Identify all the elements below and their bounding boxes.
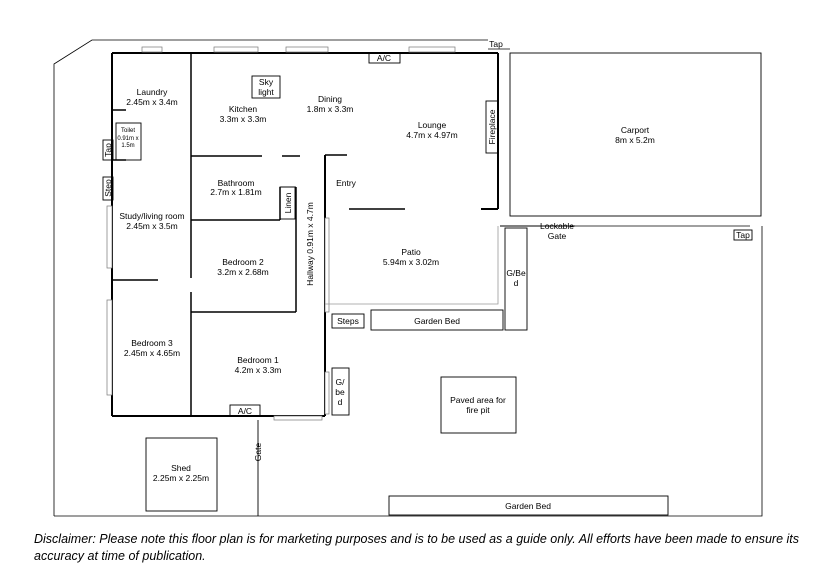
- carport-size: 8m x 5.2m: [615, 135, 655, 145]
- bedroom1-size: 4.2m x 3.3m: [235, 365, 282, 375]
- skylight-line2: light: [258, 87, 274, 97]
- shed-size: 2.25m x 2.25m: [153, 473, 209, 483]
- toilet-labels: Toilet 0.91m x 1.5m: [117, 128, 138, 149]
- gate-label: Gate: [253, 443, 263, 462]
- feature-labels: A/C Tap Tap Lockable Gate G/Be d Steps G…: [238, 39, 750, 511]
- garden-bed-patio-label: Garden Bed: [414, 316, 460, 326]
- kitchen-name: Kitchen: [229, 104, 258, 114]
- garden-bed-lower-line2: be: [335, 387, 345, 397]
- patio-size: 5.94m x 3.02m: [383, 257, 439, 267]
- steps-label: Steps: [337, 316, 359, 326]
- paved-area-line1: Paved area for: [450, 395, 506, 405]
- ac-bottom-label: A/C: [238, 406, 252, 416]
- lounge-size: 4.7m x 4.97m: [406, 130, 458, 140]
- bedroom2-size: 3.2m x 2.68m: [217, 267, 269, 277]
- laundry-size: 2.45m x 3.4m: [126, 97, 178, 107]
- toilet-name: Toilet: [121, 128, 135, 134]
- patio-name: Patio: [401, 247, 421, 257]
- kitchen-size: 3.3m x 3.3m: [220, 114, 267, 124]
- laundry-name: Laundry: [137, 87, 168, 97]
- windows: [106, 46, 456, 421]
- bathroom-name: Bathroom: [218, 178, 255, 188]
- entry-label: Entry: [336, 178, 357, 188]
- garden-bed-lower-line1: G/: [336, 377, 346, 387]
- property-boundary: [53, 39, 763, 517]
- room-labels: Laundry 2.45m x 3.4m Sky light Kitchen 3…: [119, 77, 654, 483]
- lockable-gate-line2: Gate: [548, 231, 567, 241]
- paved-area-line2: fire pit: [466, 405, 490, 415]
- garden-bed-small-left-line1: G/Be: [506, 268, 526, 278]
- bedroom1-name: Bedroom 1: [237, 355, 279, 365]
- study-size: 2.45m x 3.5m: [126, 221, 178, 231]
- fireplace-label: Fireplace: [487, 109, 497, 144]
- dining-name: Dining: [318, 94, 342, 104]
- study-name: Study/living room: [119, 211, 184, 221]
- gates: [257, 225, 575, 516]
- toilet-size-2: 1.5m: [121, 143, 134, 149]
- garden-bed-small-left-line2: d: [514, 278, 519, 288]
- tap-left-label: Tap: [103, 143, 113, 157]
- skylight-line1: Sky: [259, 77, 274, 87]
- bedroom3-size: 2.45m x 4.65m: [124, 348, 180, 358]
- linen-label: Linen: [283, 192, 293, 213]
- tap-right-label: Tap: [736, 230, 750, 240]
- patio-edge: [325, 226, 499, 305]
- shed-name: Shed: [171, 463, 191, 473]
- step-left-label: Step: [103, 179, 113, 197]
- garden-bed-bottom-label: Garden Bed: [505, 501, 551, 511]
- tap-top-label: Tap: [489, 39, 503, 49]
- ac-top-label: A/C: [377, 53, 391, 63]
- feature-boxes: [102, 52, 762, 516]
- hallway-label: Hallway 0.91m x 4.7m: [305, 202, 315, 286]
- lounge-name: Lounge: [418, 120, 447, 130]
- bedroom2-name: Bedroom 2: [222, 257, 264, 267]
- toilet-size-1: 0.91m x: [117, 136, 138, 142]
- bedroom3-name: Bedroom 3: [131, 338, 173, 348]
- rotated-labels: Fireplace Tap Step Linen Hallway 0.91m x…: [103, 109, 497, 461]
- lockable-gate-line1: Lockable: [540, 221, 574, 231]
- carport-name: Carport: [621, 125, 650, 135]
- bathroom-size: 2.7m x 1.81m: [210, 187, 262, 197]
- disclaimer-text: Disclaimer: Please note this floor plan …: [34, 532, 799, 563]
- garden-bed-lower-line3: d: [338, 397, 343, 407]
- dining-size: 1.8m x 3.3m: [307, 104, 354, 114]
